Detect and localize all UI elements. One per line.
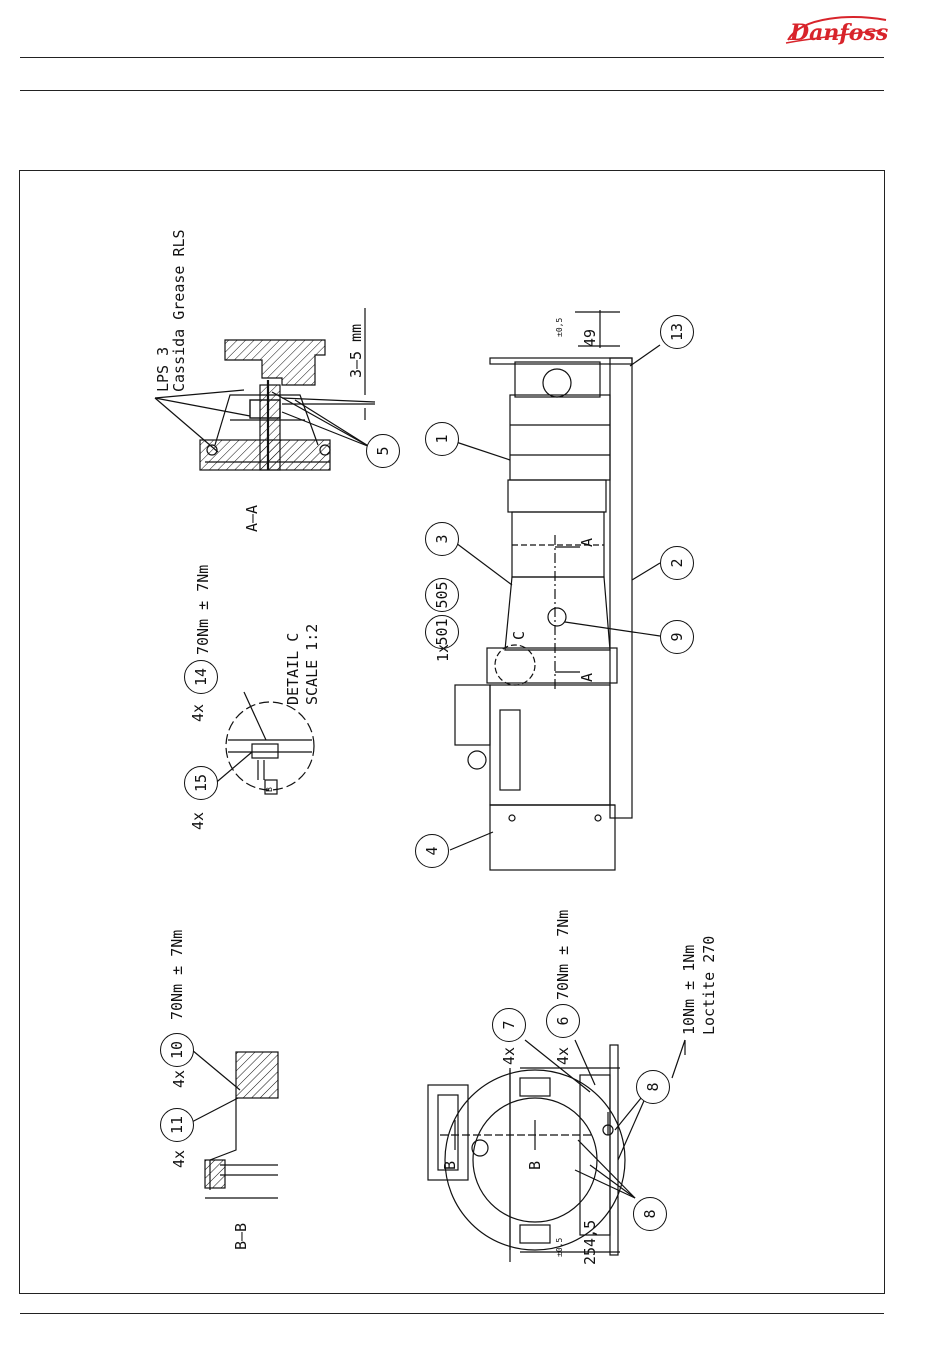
part-bubble-1: 1 — [425, 422, 459, 456]
detail-c-drawing — [212, 692, 314, 794]
qty-10: 4x — [172, 1070, 187, 1088]
part-bubble-13: 13 — [660, 315, 694, 349]
section-bb-drawing — [186, 1050, 278, 1198]
qty-7: 4x — [502, 1047, 517, 1065]
section-mark-b-left: B — [443, 1161, 458, 1170]
torque-spec-8: 10Nm ± 1Nm — [682, 945, 697, 1035]
torque-spec-6: 70Nm ± 7Nm — [556, 910, 571, 1000]
section-bb-title: B–B — [234, 1223, 249, 1250]
grease-label-1: LPS 3 — [156, 347, 171, 392]
section-mark-b-right: B — [528, 1161, 543, 1170]
loctite-spec-8: Loctite 270 — [702, 936, 717, 1035]
qty-14: 4x — [191, 704, 206, 722]
part-bubble-2: 2 — [660, 546, 694, 580]
torque-spec-14: 70Nm ± 7Nm — [196, 565, 211, 655]
dim-254: 254,5 — [583, 1220, 598, 1265]
grease-label-2: Cassida Grease RLS — [172, 229, 187, 392]
detail-mark-c: C — [512, 631, 527, 640]
part-bubble-8-lower: 8 — [633, 1197, 667, 1231]
qty-11: 4x — [172, 1150, 187, 1168]
section-aa-drawing — [155, 308, 375, 470]
detail-c-scale: SCALE 1:2 — [305, 624, 320, 705]
detail-c-title: DETAIL C — [286, 633, 301, 705]
dim-49-tolerance: ±0,5 — [556, 318, 564, 337]
dim-49: 49 — [583, 329, 598, 347]
section-mark-a-bottom: A — [580, 673, 595, 682]
part-bubble-4: 4 — [415, 834, 449, 868]
qty-501: 1x — [436, 644, 451, 662]
section-mark-a-top: A — [580, 538, 595, 547]
part-bubble-5: 5 — [366, 434, 400, 468]
qty-15: 4x — [191, 812, 206, 830]
part-bubble-3: 3 — [425, 522, 459, 556]
part-bubble-7: 7 — [492, 1008, 526, 1042]
gap-dimension: 3–5 mm — [349, 324, 364, 378]
part-bubble-8-upper: 8 — [636, 1070, 670, 1104]
part-bubble-14: 14 — [184, 660, 218, 694]
qty-6: 4x — [556, 1047, 571, 1065]
torque-spec-10: 70Nm ± 7Nm — [170, 930, 185, 1020]
detail-c-small-label: B — [266, 787, 274, 792]
part-bubble-15: 15 — [184, 766, 218, 800]
pump-side-view — [450, 310, 660, 870]
part-bubble-6: 6 — [546, 1004, 580, 1038]
section-aa-title: A–A — [245, 505, 260, 532]
part-bubble-505: 505 — [425, 578, 459, 612]
part-bubble-11: 11 — [160, 1108, 194, 1142]
part-bubble-10: 10 — [160, 1033, 194, 1067]
dim-254-tolerance: ±0,5 — [556, 1238, 564, 1257]
part-bubble-9: 9 — [660, 620, 694, 654]
